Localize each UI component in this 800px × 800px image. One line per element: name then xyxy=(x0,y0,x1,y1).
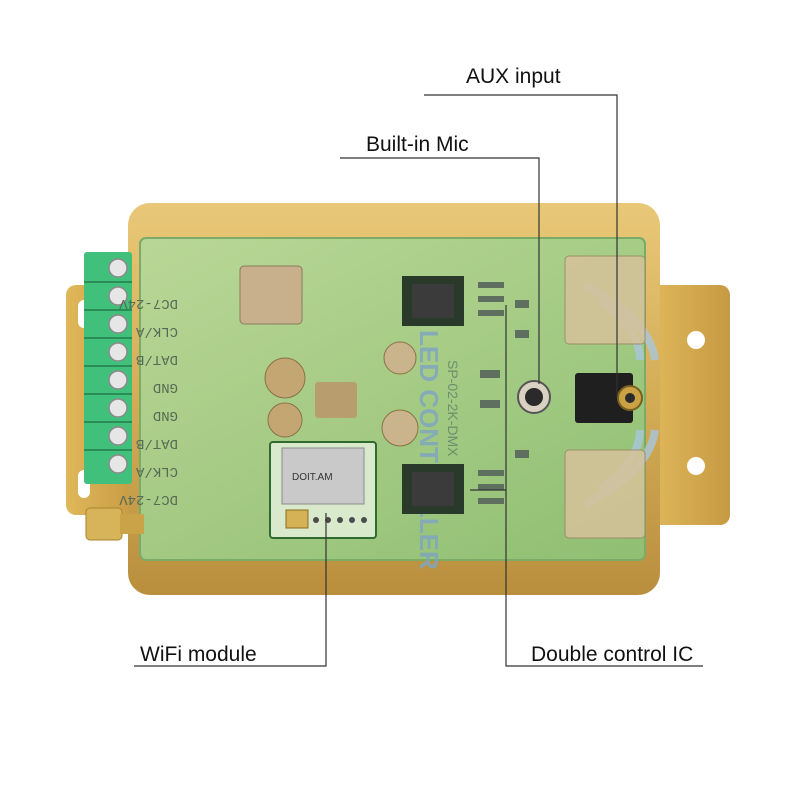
wifi-module-print: DOIT.AM xyxy=(292,472,333,483)
terminal-label: DAT/B xyxy=(136,435,178,451)
board-model-print: SP-02-2K-DMX xyxy=(445,360,461,457)
capacitor xyxy=(381,409,419,447)
aux-jack xyxy=(575,373,643,423)
smd-components xyxy=(478,282,529,504)
right-port-upper xyxy=(564,255,646,345)
terminal-label: GND xyxy=(153,379,178,395)
leader-lines xyxy=(134,94,703,667)
capacitor xyxy=(267,402,303,438)
inductor xyxy=(239,265,303,325)
terminal-label: CLK/A xyxy=(135,323,178,339)
terminal-block xyxy=(84,252,132,484)
leader-mic xyxy=(340,157,540,384)
callout-double-control-ic: Double control IC xyxy=(531,643,694,666)
antenna-connector xyxy=(85,507,144,541)
callout-wifi-module: WiFi module xyxy=(140,643,257,666)
right-flange xyxy=(650,285,730,525)
leader-ic xyxy=(505,305,703,667)
leader-aux xyxy=(424,94,618,397)
right-port-lower xyxy=(564,449,646,539)
control-ic-top xyxy=(402,276,464,326)
callout-built-in-mic: Built-in Mic xyxy=(366,133,469,156)
terminal-label: DC7-24V xyxy=(119,491,178,507)
terminal-label: GND xyxy=(153,407,178,423)
wifi-module: DOIT.AM xyxy=(269,441,377,539)
leader-wifi xyxy=(134,513,327,667)
capacitor xyxy=(383,341,417,375)
capacitor xyxy=(264,357,306,399)
control-ic-bottom xyxy=(402,464,464,514)
terminal-label: DAT/B xyxy=(136,351,178,367)
callout-aux-input: AUX input xyxy=(466,65,561,88)
built-in-mic xyxy=(517,380,551,414)
board-vertical-print: LED CONTROLLER xyxy=(414,330,444,570)
terminal-label: CLK/A xyxy=(135,463,178,479)
terminal-label: DC7-24V xyxy=(119,295,178,311)
terminal-silkscreen: DC7-24V CLK/A DAT/B GND GND DAT/B CLK/A … xyxy=(119,295,178,507)
regulator xyxy=(315,382,357,418)
